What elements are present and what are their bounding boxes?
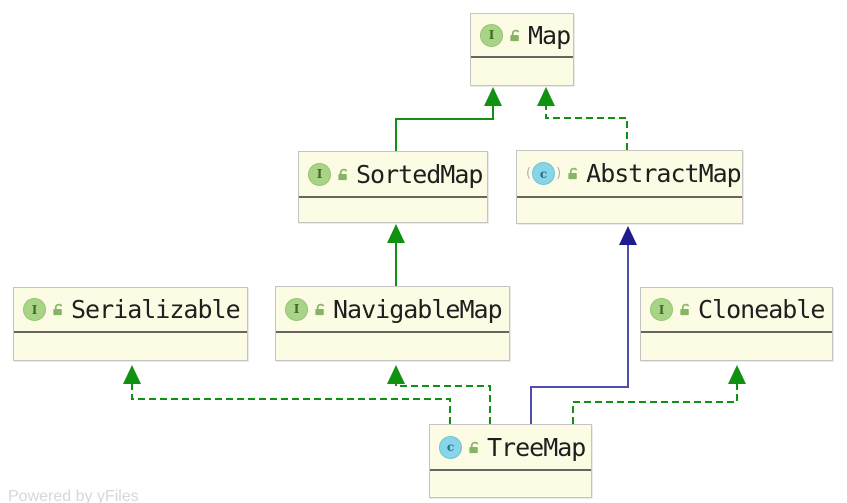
public-open-lock-icon	[510, 29, 520, 41]
node-header: I Map	[471, 14, 573, 58]
public-open-lock-icon	[469, 441, 479, 453]
class-icon: c	[439, 435, 462, 459]
node-members-section	[299, 198, 487, 222]
class-node-sortedmap[interactable]: I SortedMap	[298, 151, 488, 223]
interface-icon: I	[23, 298, 46, 321]
arrowhead-extends	[387, 224, 405, 243]
public-open-lock-icon	[568, 167, 578, 180]
edge-treemap-extends-abstractmap[interactable]	[530, 226, 637, 424]
edge-abstractmap-implements-map[interactable]	[537, 87, 628, 150]
class-name: NavigableMap	[333, 294, 503, 324]
arrowhead-implements	[537, 87, 555, 106]
interface-icon: I	[480, 23, 503, 47]
interface-icon: I	[650, 298, 673, 321]
interface-icon: I	[308, 162, 331, 186]
arrowhead-implements	[123, 365, 141, 384]
node-header: I Serializable	[14, 288, 247, 333]
arrowhead-extends	[619, 226, 637, 245]
node-members-section	[14, 333, 247, 360]
node-members-section	[517, 198, 742, 223]
abstract-class-icon: c	[526, 162, 561, 185]
class-node-serializable[interactable]: I Serializable	[13, 287, 248, 361]
public-open-lock-icon	[680, 303, 690, 316]
edge-treemap-implements-serializable[interactable]	[123, 365, 451, 424]
public-open-lock-icon	[338, 168, 348, 180]
class-node-map[interactable]: I Map	[470, 13, 574, 86]
yfiles-watermark: Powered by yFiles	[8, 488, 139, 503]
edge-sortedmap-extends-map[interactable]	[395, 87, 502, 152]
node-members-section	[641, 333, 832, 360]
class-node-abstractmap[interactable]: c AbstractMap	[516, 150, 743, 224]
node-header: I Cloneable	[641, 288, 832, 333]
interface-icon: I	[285, 297, 308, 321]
node-header: I NavigableMap	[276, 287, 509, 333]
node-header: c AbstractMap	[517, 151, 742, 198]
node-header: I SortedMap	[299, 152, 487, 198]
arrowhead-implements	[728, 365, 746, 384]
class-node-cloneable[interactable]: I Cloneable	[640, 287, 833, 361]
public-open-lock-icon	[53, 303, 63, 316]
node-members-section	[471, 58, 573, 85]
node-members-section	[430, 471, 591, 497]
class-node-treemap[interactable]: c TreeMap	[429, 424, 592, 498]
class-node-navigablemap[interactable]: I NavigableMap	[275, 286, 510, 361]
class-name: AbstractMap	[586, 159, 742, 188]
node-members-section	[276, 333, 509, 360]
class-name: Serializable	[71, 295, 241, 324]
edge-navigablemap-extends-sortedmap[interactable]	[387, 224, 405, 286]
class-name: Map	[528, 20, 571, 50]
arrowhead-implements	[387, 365, 405, 384]
arrowhead-extends	[484, 87, 502, 106]
edge-treemap-implements-cloneable[interactable]	[572, 365, 746, 424]
class-name: TreeMap	[487, 432, 586, 462]
node-header: c TreeMap	[430, 425, 591, 471]
edge-treemap-implements-navigablemap[interactable]	[387, 365, 491, 424]
class-name: SortedMap	[356, 159, 483, 189]
class-name: Cloneable	[698, 295, 825, 324]
public-open-lock-icon	[315, 303, 325, 315]
